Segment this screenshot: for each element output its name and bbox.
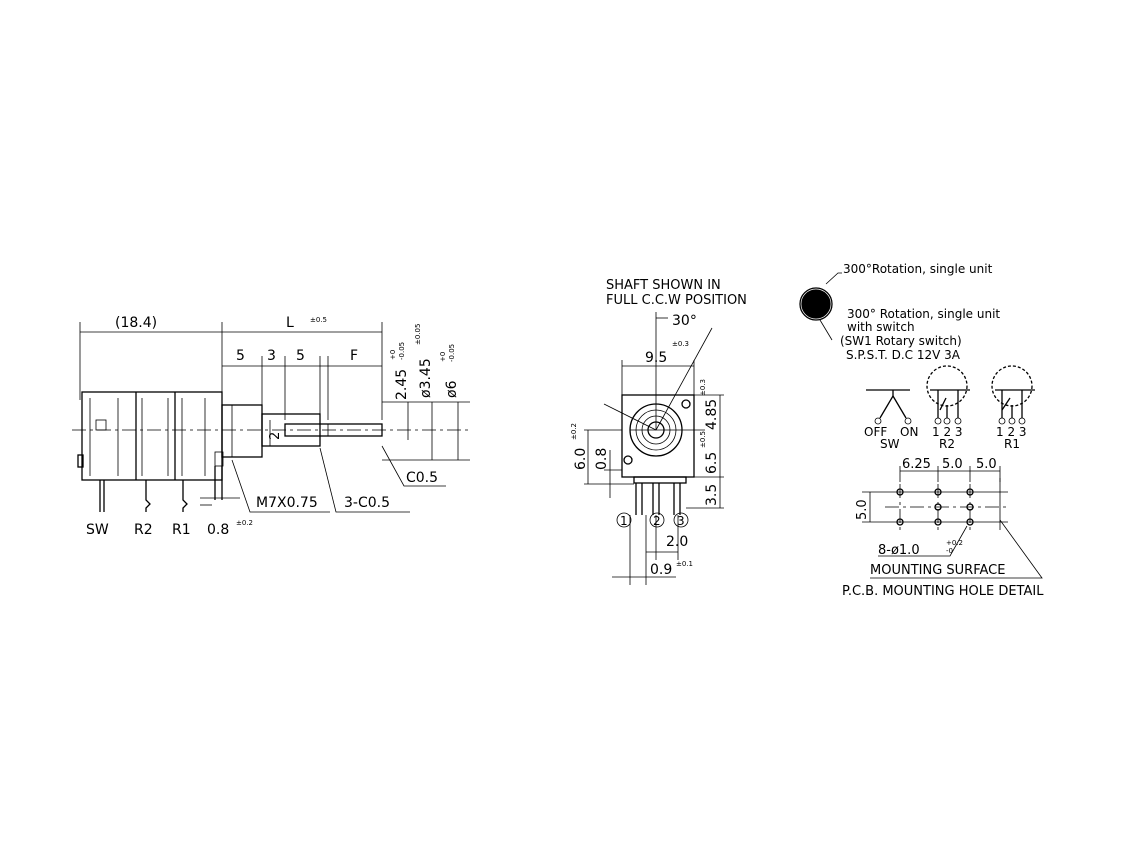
side-view: (18.4) L ±0.5 5 3 5 F: [72, 315, 470, 538]
pin-1: 1: [620, 514, 628, 528]
r2-label: R2: [939, 437, 955, 451]
dim-2: 2: [268, 432, 283, 440]
dim-245-tol-top: +0: [389, 350, 397, 360]
dim-245-tol-bot: -0.05: [398, 342, 406, 360]
dim-345-tol: ±0.05: [414, 324, 422, 345]
knob-symbol: [801, 289, 831, 319]
dim-09-tol: ±0.1: [676, 560, 693, 568]
rotation-switch-line1: 300° Rotation, single unit: [847, 307, 1000, 321]
dim-485-tol: ±0.3: [699, 379, 707, 396]
dim-35: 3.5: [704, 484, 720, 506]
dim-60: 6.0: [573, 448, 589, 470]
hole-tol-top: +0.2: [946, 539, 963, 547]
pin-label-r1: R1: [172, 522, 191, 538]
front-view: SHAFT SHOWN IN FULL C.C.W POSITION 30° 9…: [570, 278, 747, 585]
dim-20: 2.0: [666, 534, 688, 550]
callout-c05: C0.5: [406, 470, 438, 486]
mounting-surface: MOUNTING SURFACE: [870, 563, 1005, 578]
dim-95-tol: ±0.3: [672, 340, 689, 348]
r2-pins: 1 2 3: [932, 425, 963, 439]
dim-65: 6.5: [704, 452, 720, 474]
dim-65-tol: ±0.5: [699, 431, 707, 448]
pin-label-sw: SW: [86, 522, 109, 538]
dim-08: 0.8: [207, 522, 229, 538]
shaft-note-line2: FULL C.C.W POSITION: [606, 293, 747, 308]
dim-625: 6.25: [902, 457, 931, 472]
dim-6: ø6: [444, 380, 460, 398]
rotation-single: 300°Rotation, single unit: [843, 262, 993, 276]
hole-tol-bot: -0: [946, 547, 953, 555]
sw-label: SW: [880, 437, 900, 451]
callout-thread: M7X0.75: [256, 495, 318, 511]
switch-rating: S.P.S.T. D.C 12V 3A: [846, 348, 961, 362]
dim-shaft-length: L: [286, 315, 294, 331]
r1-label: R1: [1004, 437, 1020, 451]
dim-09: 0.9: [650, 562, 672, 578]
schematic: 300°Rotation, single unit 300° Rotation,…: [799, 262, 1035, 451]
dim-245: 2.45: [394, 369, 410, 400]
pcb-hole-detail: 6.25 5.0 5.0 5.0 8-ø1.0 +0.2 -0 MOUNTING…: [842, 457, 1044, 599]
hole-spec: 8-ø1.0: [878, 543, 920, 558]
dim-5a: 5: [236, 348, 245, 364]
dim-front-08: 0.8: [594, 448, 610, 470]
dim-5b: 5: [296, 348, 305, 364]
sw-off: OFF: [864, 425, 887, 439]
dim-485: 4.85: [704, 399, 720, 430]
rotation-switch-line2: with switch: [847, 320, 915, 334]
sw-on: ON: [900, 425, 918, 439]
dim-50b: 5.0: [976, 457, 997, 472]
dim-345: ø3.45: [418, 358, 434, 398]
dim-3: 3: [267, 348, 276, 364]
dim-60-tol: ±0.2: [570, 423, 578, 440]
shaft-note-line1: SHAFT SHOWN IN: [606, 278, 721, 293]
dim-95: 9.5: [645, 350, 667, 366]
dim-shaft-tol: ±0.5: [310, 316, 327, 324]
angle-30: 30°: [672, 313, 697, 329]
pin-3: 3: [677, 514, 685, 528]
dim-50a: 5.0: [942, 457, 963, 472]
r1-pins: 1 2 3: [996, 425, 1027, 439]
dim-50v: 5.0: [855, 499, 870, 520]
dim-body-length: (18.4): [115, 315, 157, 331]
dim-08-tol: ±0.2: [236, 519, 253, 527]
rotation-switch-line3: (SW1 Rotary switch): [840, 334, 962, 348]
dim-f: F: [350, 348, 358, 364]
dim-6-tol-top: +0: [439, 352, 447, 362]
callout-3-c05: 3-C0.5: [344, 495, 390, 511]
pin-label-r2: R2: [134, 522, 153, 538]
detail-title: P.C.B. MOUNTING HOLE DETAIL: [842, 584, 1044, 599]
dim-6-tol-bot: -0.05: [448, 344, 456, 362]
pin-2: 2: [653, 514, 661, 528]
